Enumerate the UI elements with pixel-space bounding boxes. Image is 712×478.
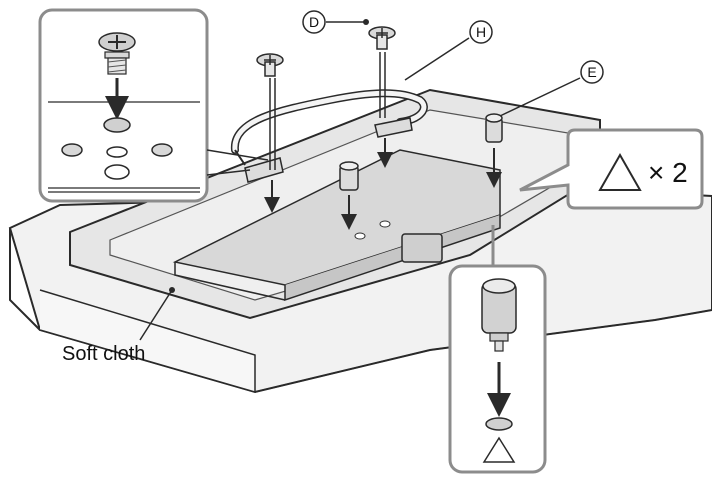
label-h: H: [476, 24, 486, 40]
spacer-center: [339, 161, 359, 230]
quantity-multiplier: × 2: [648, 157, 688, 188]
screw-d: [368, 26, 396, 168]
triangle-mark-icon: [482, 436, 516, 463]
tv-back-panel: [69, 88, 601, 320]
callout-d: D: [302, 10, 369, 34]
spacer-e: [485, 113, 503, 188]
inset-spacer-detail: [448, 225, 547, 474]
inset-screw-detail: [38, 8, 269, 203]
soft-cloth-callout: Soft cloth: [62, 287, 175, 365]
label-e: E: [587, 64, 596, 80]
label-d: D: [309, 14, 319, 30]
screw-left: [256, 53, 284, 213]
callout-e: E: [499, 60, 604, 117]
callout-h: H: [404, 20, 493, 81]
cable-h: [230, 89, 428, 183]
label-soft-cloth: Soft cloth: [62, 343, 145, 365]
triangle-outline-icon: [598, 152, 642, 191]
quantity-callout: × 2: [519, 128, 704, 210]
